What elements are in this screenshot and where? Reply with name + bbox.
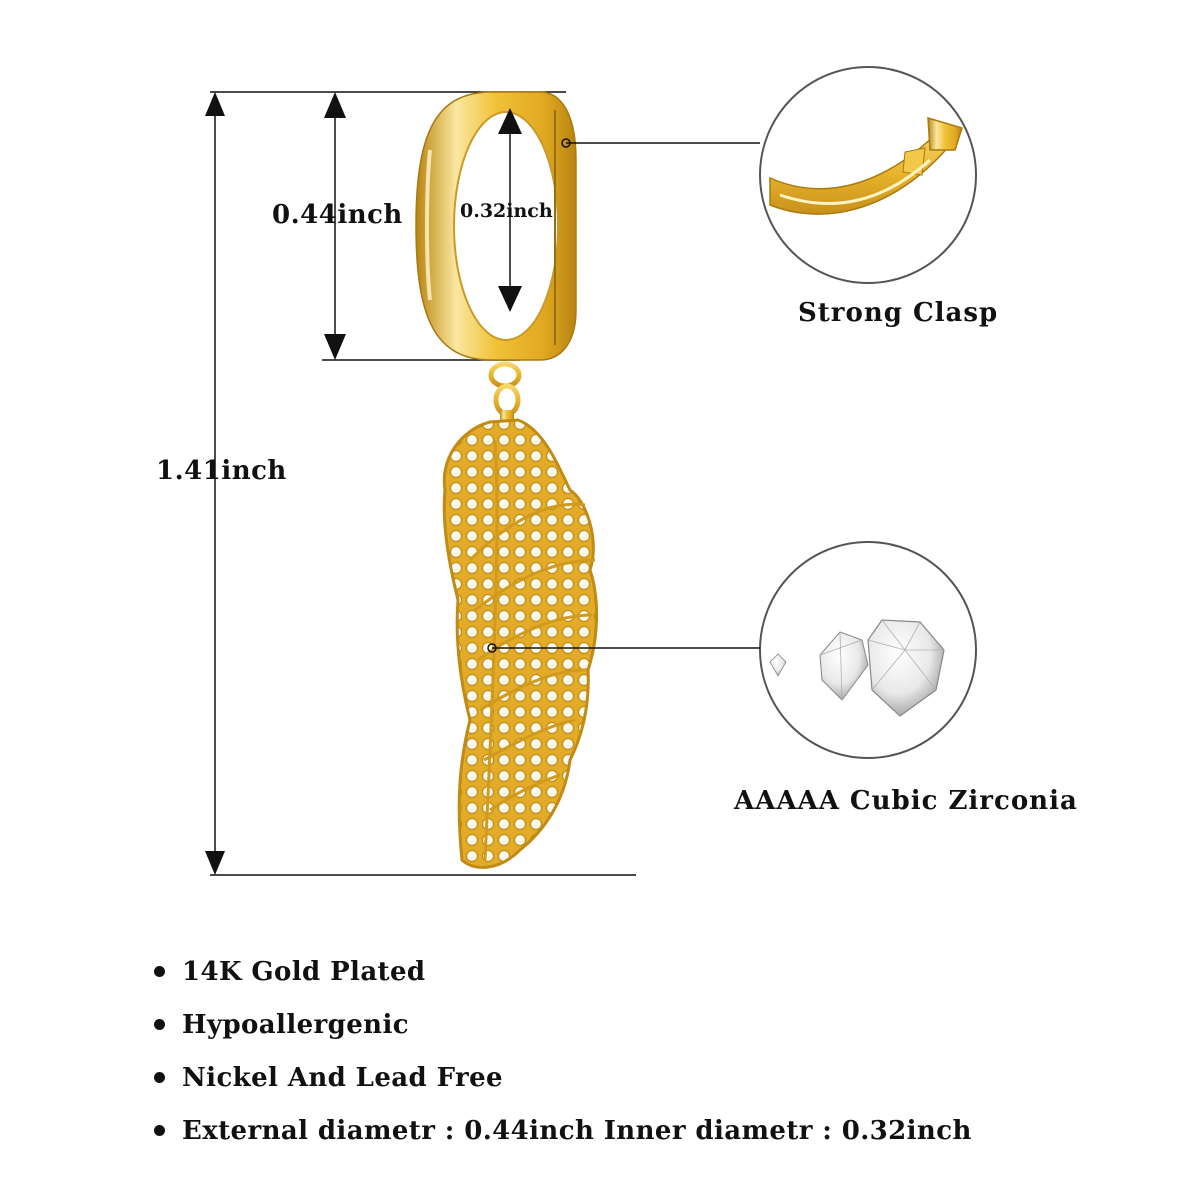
clasp-callout [561, 66, 977, 284]
list-item: Nickel And Lead Free [150, 1056, 972, 1109]
list-item: 14K Gold Plated [150, 950, 972, 1003]
earring-illustration [205, 66, 977, 876]
inner-diameter-label: 0.32inch [460, 200, 553, 222]
zirconia-label: AAAAA Cubic Zirconia [734, 786, 1078, 816]
feature-text: Nickel And Lead Free [182, 1063, 503, 1093]
dimension-lines [205, 91, 636, 876]
bullet-icon [154, 1125, 165, 1136]
inner-diameter-arrow [498, 108, 522, 312]
list-item: External diametr : 0.44inch Inner diamet… [150, 1109, 972, 1162]
outer-diameter-label: 0.44inch [272, 200, 403, 230]
wing-pendant [442, 418, 599, 869]
bullet-icon [154, 966, 165, 977]
list-item: Hypoallergenic [150, 1003, 972, 1056]
hoop [415, 91, 577, 361]
feature-text: 14K Gold Plated [182, 957, 426, 987]
feature-text: External diametr : 0.44inch Inner diamet… [182, 1116, 972, 1146]
feature-text: Hypoallergenic [182, 1010, 409, 1040]
total-length-label: 1.41inch [156, 456, 287, 486]
clasp-label: Strong Clasp [798, 298, 999, 328]
feature-list: 14K Gold Plated Hypoallergenic Nickel An… [150, 950, 972, 1162]
zirconia-callout [487, 541, 977, 759]
bullet-icon [154, 1019, 165, 1030]
bullet-icon [154, 1072, 165, 1083]
